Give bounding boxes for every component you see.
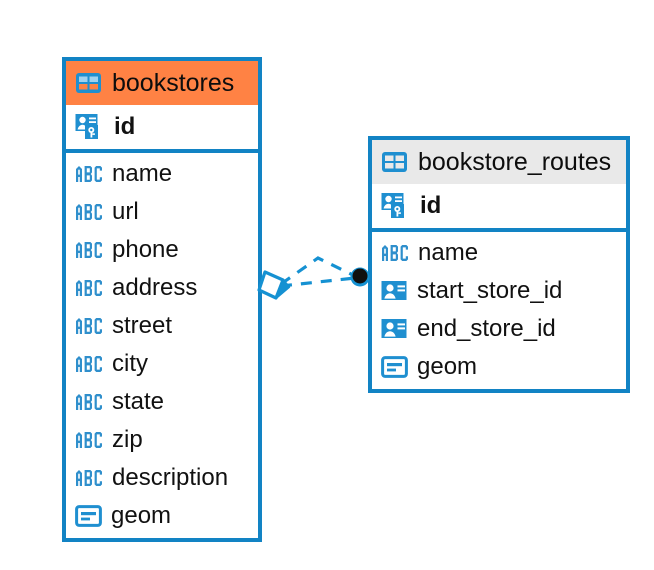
field-label: geom	[111, 502, 172, 529]
table-title-bookstores: bookstores	[112, 68, 235, 97]
field-row[interactable]: state	[66, 383, 258, 421]
field-row[interactable]: zip	[66, 421, 258, 459]
foreign-key-icon	[381, 319, 407, 338]
field-label: zip	[112, 426, 143, 453]
abc-text-icon	[76, 204, 102, 220]
field-row[interactable]: name	[372, 234, 626, 272]
field-label: description	[112, 464, 229, 491]
table-icon	[76, 73, 101, 93]
field-row[interactable]: start_store_id	[372, 272, 626, 310]
abc-text-icon	[76, 356, 102, 372]
field-label: start_store_id	[417, 277, 563, 304]
primary-key-separator	[66, 149, 258, 153]
geometry-icon	[75, 505, 102, 527]
field-row[interactable]: description	[66, 459, 258, 497]
table-icon	[382, 152, 407, 172]
field-label-bookstore-routes-id: id	[420, 192, 442, 219]
foreign-key-icon	[381, 281, 407, 300]
er-table-bookstores[interactable]: bookstores id name url phone address street c…	[62, 57, 262, 542]
field-row-bookstore-routes-id[interactable]: id	[372, 184, 626, 228]
field-label: name	[112, 160, 173, 187]
field-row[interactable]: street	[66, 307, 258, 345]
primary-key-separator	[372, 228, 626, 232]
relationship-line-lower	[280, 276, 356, 288]
table-title-bookstore-routes: bookstore_routes	[418, 147, 612, 176]
field-row[interactable]: geom	[372, 348, 626, 386]
field-label: phone	[112, 236, 179, 263]
field-label: city	[112, 350, 148, 377]
field-label: name	[418, 239, 479, 266]
field-label-bookstores-id: id	[114, 113, 136, 140]
abc-text-icon	[76, 242, 102, 258]
table-header-bookstores[interactable]: bookstores	[66, 61, 258, 105]
field-label: url	[112, 198, 139, 225]
relationship-line-upper	[280, 256, 356, 286]
field-row[interactable]: city	[66, 345, 258, 383]
field-label: end_store_id	[417, 315, 556, 342]
abc-text-icon	[76, 280, 102, 296]
primary-key-icon	[75, 114, 98, 139]
abc-text-icon	[76, 470, 102, 486]
field-row-bookstores-id[interactable]: id	[66, 105, 258, 149]
field-label: state	[112, 388, 165, 415]
table-header-bookstore-routes[interactable]: bookstore_routes	[372, 140, 626, 184]
field-list-bookstores: name url phone address street city state zip des…	[66, 153, 258, 538]
abc-text-icon	[382, 245, 408, 261]
field-label: street	[112, 312, 173, 339]
field-row[interactable]: geom	[66, 497, 258, 535]
field-row[interactable]: end_store_id	[372, 310, 626, 348]
field-label: address	[112, 274, 198, 301]
relationship-endpoint-one	[350, 267, 370, 287]
field-row[interactable]: name	[66, 155, 258, 193]
abc-text-icon	[76, 318, 102, 334]
field-row[interactable]: url	[66, 193, 258, 231]
abc-text-icon	[76, 432, 102, 448]
field-label: geom	[417, 353, 478, 380]
abc-text-icon	[76, 166, 102, 182]
geometry-icon	[381, 356, 408, 378]
field-row[interactable]: phone	[66, 231, 258, 269]
primary-key-icon	[381, 193, 404, 218]
field-row[interactable]: address	[66, 269, 258, 307]
relationship-endpoint-many	[257, 270, 291, 300]
abc-text-icon	[76, 394, 102, 410]
